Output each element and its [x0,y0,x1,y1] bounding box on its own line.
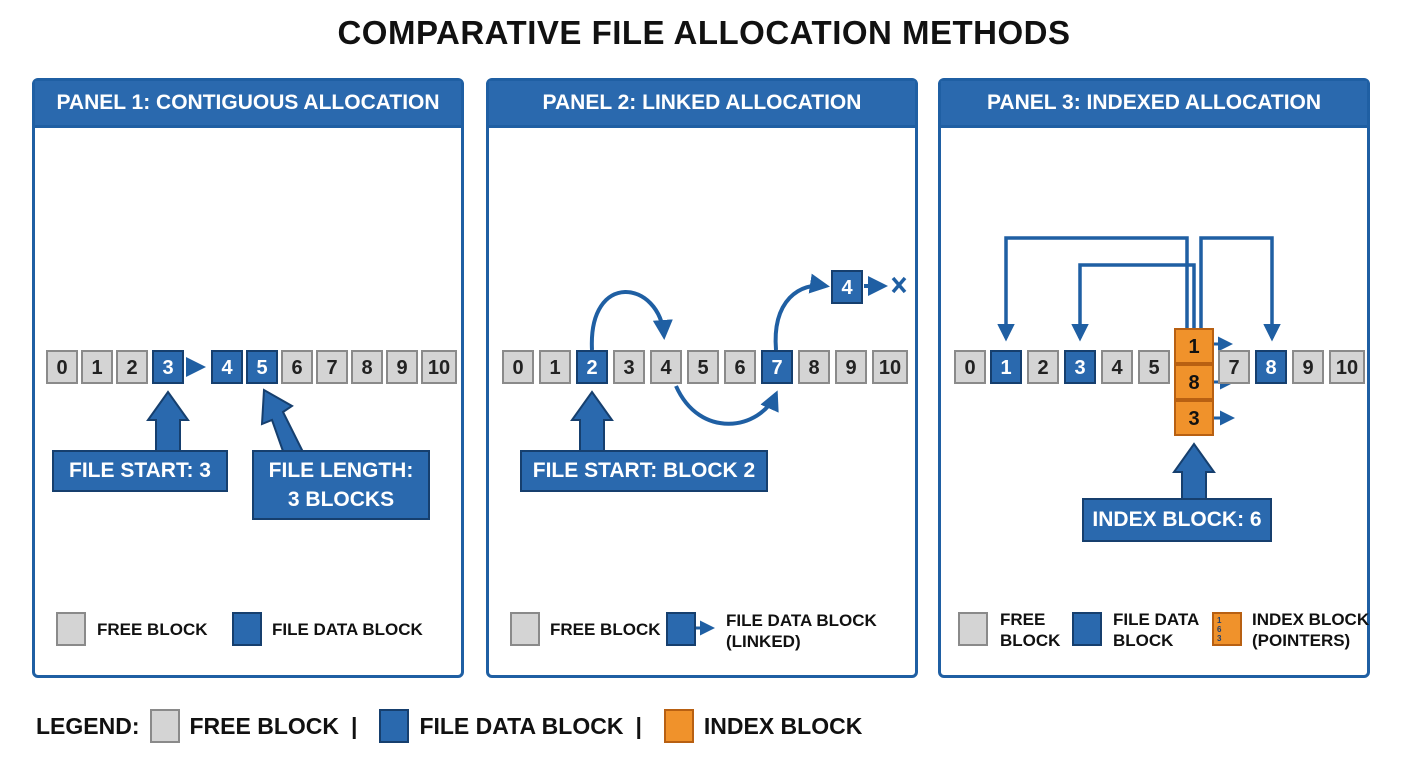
block-10: 10 [1329,350,1365,384]
index-entry-2: 8 [1174,364,1214,400]
block-3: 3 [1064,350,1096,384]
page-title: COMPARATIVE FILE ALLOCATION METHODS [337,14,1071,51]
block-5: 5 [246,350,278,384]
callout-file-length: FILE LENGTH: 3 BLOCKS [252,450,430,520]
legend-file-swatch [379,709,410,743]
block-1: 1 [990,350,1022,384]
block-8: 8 [351,350,383,384]
legend-file-label: FILE DATA BLOCK [419,712,624,739]
block-7: 7 [1218,350,1250,384]
legend-title: LEGEND: [36,712,140,739]
legend-index-swatch: 1 6 3 [1212,612,1242,646]
legend-file-label: FILE DATA BLOCK [272,620,423,639]
callout-index-block: INDEX BLOCK: 6 [1082,498,1272,542]
legend-linked-swatch [666,612,696,646]
legend-free-swatch [510,612,540,646]
block-6: 6 [281,350,313,384]
block-8: 8 [1255,350,1287,384]
callout-line-1: FILE LENGTH: [268,459,414,482]
block-5: 5 [1138,350,1170,384]
legend-free-label: FREE BLOCK [550,620,661,639]
legend-file-swatch [232,612,262,646]
legend-index-line-2: (POINTERS) [1252,631,1351,650]
block-4: 4 [211,350,243,384]
block-7: 7 [316,350,348,384]
legend-linked-line-2: (LINKED) [726,632,801,651]
legend-index-label: INDEX BLOCK (POINTERS) [1252,609,1369,651]
block-3: 3 [613,350,645,384]
legend-free-line-1: FREE [1000,610,1046,629]
block-7: 7 [761,350,793,384]
legend-file-line-2: BLOCK [1113,631,1174,650]
legend-index-swatch [663,709,694,743]
legend-index-icon-digits: 1 6 3 [1217,616,1222,643]
block-1: 1 [539,350,571,384]
legend-linked-line-1: FILE DATA BLOCK [726,611,877,630]
block-4: 4 [650,350,682,384]
index-entry-3: 3 [1174,400,1214,436]
block-9: 9 [386,350,418,384]
block-1: 1 [81,350,113,384]
legend-free-label: FREE BLOCK [97,620,208,639]
callout-file-start: FILE START: 3 [52,450,228,492]
bottom-legend: LEGEND: FREE BLOCK | FILE DATA BLOCK | I… [36,708,862,744]
block-3: 3 [152,350,184,384]
legend-file-swatch [1072,612,1102,646]
panel-header: PANEL 1: CONTIGUOUS ALLOCATION [35,81,461,128]
block-2: 2 [116,350,148,384]
block-10: 10 [421,350,457,384]
legend-file-label: FILE DATA BLOCK [1113,609,1199,651]
legend-free-swatch [958,612,988,646]
panel-header: PANEL 2: LINKED ALLOCATION [489,81,915,128]
block-4: 4 [1101,350,1133,384]
legend-free-swatch [149,709,180,743]
legend-file-line-1: FILE DATA [1113,610,1200,629]
legend-free-swatch [56,612,86,646]
legend-free-label: FREE BLOCK [1000,609,1060,651]
callout-file-start-block: FILE START: BLOCK 2 [520,450,768,492]
legend-separator: | [635,712,642,739]
block-0: 0 [954,350,986,384]
panel-header: PANEL 3: INDEXED ALLOCATION [941,81,1367,128]
legend-index-label: INDEX BLOCK [703,712,863,739]
linked-end-block: 4 [831,270,863,304]
index-entry-1: 1 [1174,328,1214,364]
legend-index-line-1: INDEX BLOCK [1252,610,1370,629]
legend-linked-label: FILE DATA BLOCK (LINKED) [726,610,877,652]
block-0: 0 [46,350,78,384]
block-8: 8 [798,350,830,384]
block-10: 10 [872,350,908,384]
legend-separator: | [351,712,358,739]
block-9: 9 [835,350,867,384]
legend-free-label: FREE BLOCK [189,712,340,739]
block-5: 5 [687,350,719,384]
block-6: 6 [724,350,756,384]
block-2: 2 [576,350,608,384]
callout-line-2: 3 BLOCKS [287,488,395,511]
block-2: 2 [1027,350,1059,384]
block-9: 9 [1292,350,1324,384]
legend-free-line-2: BLOCK [1000,631,1061,650]
block-0: 0 [502,350,534,384]
